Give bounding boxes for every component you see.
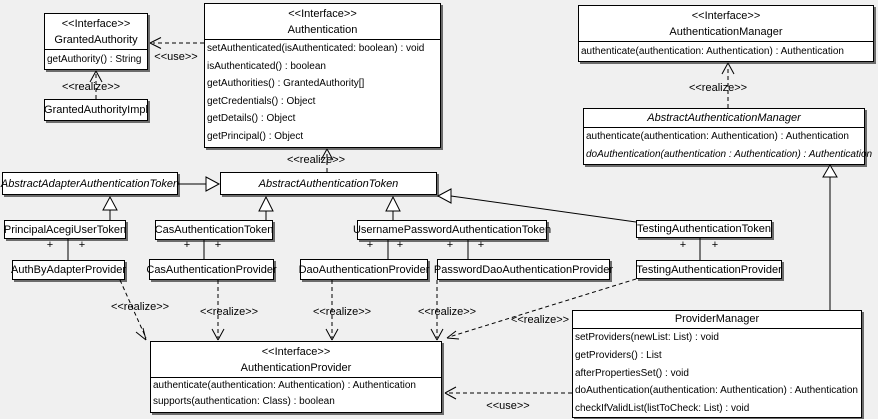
assoc-end-plus: + bbox=[477, 239, 485, 251]
method: setAuthenticated(isAuthenticated: boolea… bbox=[207, 43, 425, 54]
method: getAuthorities() : GrantedAuthority[] bbox=[207, 78, 365, 89]
class-name: CasAuthenticationToken bbox=[154, 224, 274, 236]
assoc-end-plus: + bbox=[78, 239, 86, 251]
class-name: AbstractAdapterAuthenticationToken bbox=[0, 177, 180, 190]
class-name: AbstractAuthenticationToken bbox=[258, 177, 399, 190]
method: getDetails() : Object bbox=[207, 113, 296, 124]
class-header: <<Interface>> AuthenticationManager bbox=[579, 6, 873, 42]
class-header: AbstractAuthenticationManager bbox=[584, 109, 864, 128]
class-abstract-authentication-token: AbstractAuthenticationToken bbox=[220, 172, 437, 195]
realize-label: <<realize>> bbox=[110, 301, 170, 313]
realize-label: <<realize>> bbox=[688, 82, 748, 94]
class-name: AuthenticationProvider bbox=[240, 362, 352, 374]
class-name: PasswordDaoAuthenticationProvider bbox=[433, 263, 614, 276]
class-abstract-adapter-authentication-token: AbstractAdapterAuthenticationToken bbox=[0, 172, 180, 195]
class-cas-authentication-token: CasAuthenticationToken bbox=[155, 220, 273, 240]
gen-edge-casauthenticationtoken bbox=[258, 195, 274, 220]
class-name: TestingAuthenticationProvider bbox=[636, 263, 782, 276]
method: getCredentials() : Object bbox=[207, 95, 316, 107]
class-granted-authority: <<Interface>> GrantedAuthority getAuthor… bbox=[44, 13, 148, 70]
stereotype-label: <<Interface>> bbox=[691, 10, 761, 22]
class-name: TestingAuthenticationToken bbox=[637, 223, 771, 235]
assoc-end-plus: + bbox=[679, 239, 687, 251]
stereotype-label: <<Interface>> bbox=[261, 346, 331, 358]
class-abstract-authentication-manager: AbstractAuthenticationManager authentica… bbox=[583, 108, 873, 165]
realize-label: <<realize>> bbox=[312, 306, 372, 318]
method: authenticate(authentication: Authenticat… bbox=[153, 380, 416, 391]
method: getAuthority() : String bbox=[47, 54, 142, 65]
gen-edge-testingauthenticationtoken bbox=[436, 188, 637, 223]
method: setProviders(newList: List) : void bbox=[575, 332, 719, 343]
gen-edge-principalacegiusertoken bbox=[102, 195, 118, 220]
realize-label: <<realize>> bbox=[61, 81, 121, 93]
method: authenticate(authentication: Authenticat… bbox=[581, 46, 844, 57]
method: checkIfValidList(listToCheck: List) : vo… bbox=[575, 403, 750, 415]
assoc-end-plus: + bbox=[183, 239, 191, 251]
use-label: <<use>> bbox=[486, 400, 530, 412]
gen-edge-abstractadapter bbox=[178, 176, 221, 192]
class-authentication: <<Interface>> Authentication setAuthenti… bbox=[204, 3, 441, 148]
class-dao-authentication-provider: DaoAuthenticationProvider bbox=[298, 259, 430, 280]
assoc-end-plus: + bbox=[46, 239, 54, 251]
realize-label: <<realize>> bbox=[417, 306, 477, 318]
class-name: AuthByAdapterProvider bbox=[11, 264, 126, 276]
class-header: ProviderManager bbox=[573, 311, 861, 329]
class-username-password-authentication-token: UsernamePasswordAuthenticationToken bbox=[353, 220, 551, 240]
class-testing-authentication-token: TestingAuthenticationToken bbox=[636, 220, 772, 238]
stereotype-label: <<Interface>> bbox=[288, 8, 357, 20]
class-header: <<Interface>> AuthenticationProvider bbox=[151, 342, 441, 378]
class-name: GrantedAuthority bbox=[54, 34, 138, 46]
assoc-end-plus: + bbox=[446, 239, 454, 251]
class-granted-authority-impl: GrantedAuthorityImpl bbox=[44, 99, 148, 121]
class-auth-by-adapter-provider: AuthByAdapterProvider bbox=[11, 260, 126, 280]
class-authentication-provider: <<Interface>> AuthenticationProvider aut… bbox=[150, 341, 442, 413]
method: getPrincipal() : Object bbox=[207, 130, 304, 142]
assoc-end-plus: + bbox=[396, 239, 404, 251]
class-name: ProviderManager bbox=[674, 313, 760, 325]
class-header: <<Interface>> Authentication bbox=[205, 4, 440, 40]
realize-label: <<realize>> bbox=[199, 306, 259, 318]
class-provider-manager: ProviderManager setProviders(newList: Li… bbox=[572, 310, 862, 418]
method: doAuthentication(authentication : Authen… bbox=[586, 149, 873, 160]
class-name: GrantedAuthorityImpl bbox=[44, 104, 148, 116]
stereotype-label: <<Interface>> bbox=[61, 18, 131, 30]
class-name: AuthenticationManager bbox=[669, 26, 783, 38]
class-name: Authentication bbox=[287, 24, 358, 36]
class-testing-authentication-provider: TestingAuthenticationProvider bbox=[636, 260, 782, 279]
class-password-dao-authentication-provider: PasswordDaoAuthenticationProvider bbox=[433, 259, 614, 280]
class-principal-acegi-user-token: PrincipalAcegiUserToken bbox=[4, 220, 126, 239]
method: authenticate(authentication: Authenticat… bbox=[586, 131, 849, 142]
gen-edge-usernamepasswordtoken bbox=[385, 195, 401, 220]
use-edge-authentication-grantedauthority bbox=[149, 37, 204, 49]
gen-edge-providermanager bbox=[822, 164, 838, 310]
class-name: DaoAuthenticationProvider bbox=[298, 263, 430, 276]
method: supports(authentication: Class) : boolea… bbox=[153, 396, 335, 407]
assoc-end-plus: + bbox=[214, 239, 222, 251]
assoc-end-plus: + bbox=[711, 239, 719, 251]
method: doAuthentication(authentication: Authent… bbox=[575, 385, 858, 397]
realize-label: <<realize>> bbox=[510, 314, 570, 326]
method: isAuthenticated() : boolean bbox=[207, 60, 326, 72]
class-authentication-manager: <<Interface>> AuthenticationManager auth… bbox=[578, 5, 874, 62]
use-label: <<use>> bbox=[154, 51, 198, 63]
class-name: CasAuthenticationProvider bbox=[146, 263, 277, 276]
use-edge-providermanager-authenticationprovider bbox=[444, 386, 572, 400]
realize-label: <<realize>> bbox=[286, 154, 346, 166]
class-cas-authentication-provider: CasAuthenticationProvider bbox=[146, 259, 277, 280]
method: afterPropertiesSet() : void bbox=[575, 367, 689, 379]
assoc-end-plus: + bbox=[366, 239, 374, 251]
class-header: <<Interface>> GrantedAuthority bbox=[45, 14, 147, 50]
class-name: AbstractAuthenticationManager bbox=[647, 112, 801, 124]
class-name: UsernamePasswordAuthenticationToken bbox=[352, 224, 552, 236]
method: getProviders() : List bbox=[575, 349, 662, 361]
class-name: PrincipalAcegiUserToken bbox=[3, 223, 127, 236]
